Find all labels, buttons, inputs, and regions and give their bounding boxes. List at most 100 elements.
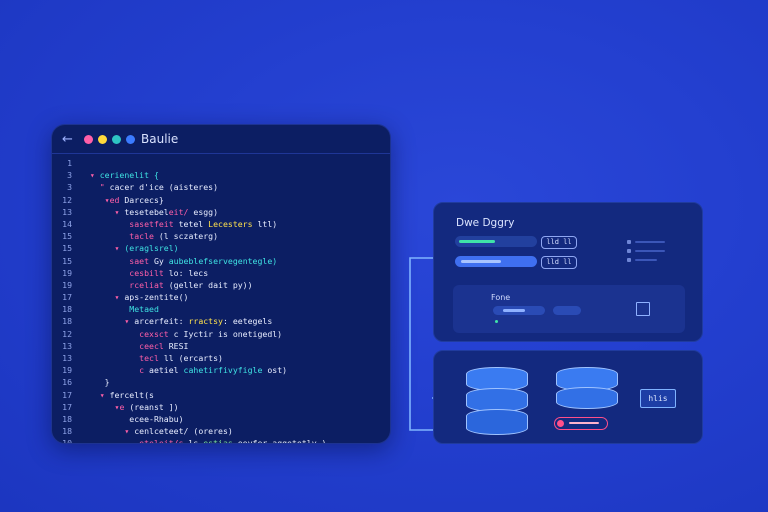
- list-line: [635, 241, 665, 243]
- code-token: tetel: [178, 218, 209, 229]
- subpanel-input-2[interactable]: [553, 306, 581, 315]
- code-token: lo: lecs: [168, 267, 209, 278]
- code-line[interactable]: 13 tecl ll (ercarts): [52, 352, 390, 364]
- code-text: tacle (l sczaterg): [72, 230, 218, 242]
- code-text: Metaed: [72, 303, 159, 315]
- code-token: (geller dait py)): [168, 279, 253, 290]
- code-token: cenlceteet/: [134, 426, 194, 437]
- code-line[interactable]: 17 ▾ aps-zentite(): [52, 291, 390, 303]
- code-token: ltl): [252, 218, 278, 229]
- code-line[interactable]: 13 ▾ tesetebeleit/ esgg): [52, 206, 390, 218]
- query-row-1-bar[interactable]: [455, 236, 537, 247]
- code-line[interactable]: 3 ▾ cerienelit {: [52, 169, 390, 181]
- editor-title: Baulie: [141, 132, 179, 146]
- code-token: ls: [188, 438, 204, 444]
- code-token: fercelt(s: [109, 389, 154, 400]
- code-line[interactable]: 15 tacle (l sczaterg): [52, 230, 390, 242]
- code-line[interactable]: 19 cesbilt lo: lecs: [52, 267, 390, 279]
- code-token: ecee-Rhabu): [129, 413, 184, 424]
- code-line[interactable]: 17 ▾e (reanst ]): [52, 401, 390, 413]
- line-number: 12: [62, 194, 72, 205]
- code-text: ceecl RESI: [72, 340, 188, 352]
- code-line[interactable]: 17 ▾ fercelt(s: [52, 389, 390, 401]
- list-line: [635, 250, 665, 252]
- code-line[interactable]: 19 c aetiel cahetirfivyfigle ost): [52, 364, 390, 376]
- code-line[interactable]: 15 ▾ (eraglsrel): [52, 242, 390, 254]
- window-dot-blue[interactable]: [126, 134, 135, 144]
- database-cylinder-left[interactable]: [466, 367, 528, 435]
- code-token: ll (ercarts): [163, 353, 223, 363]
- code-line[interactable]: 1: [52, 157, 390, 169]
- code-line[interactable]: 16 }: [52, 376, 390, 388]
- line-number: 12: [62, 328, 72, 339]
- code-token: cerienelit {: [99, 170, 159, 181]
- code-token: cahetirfivyfigle: [183, 365, 263, 376]
- query-row-2-chip[interactable]: lld ll: [541, 256, 577, 269]
- code-text: ▾ cerienelit {: [72, 169, 159, 181]
- code-line[interactable]: 18 ecee-Rhabu): [52, 413, 390, 425]
- line-number: 16: [62, 377, 72, 388]
- code-line[interactable]: 19 rceliat (geller dait py)): [52, 279, 390, 291]
- code-token: : eetegels: [222, 316, 273, 327]
- window-dot-pink[interactable]: [84, 134, 93, 144]
- code-token: saet: [129, 255, 154, 266]
- code-text: ▾e (reanst ]): [72, 401, 179, 413]
- line-number: 3: [67, 182, 72, 193]
- code-token: esgg): [188, 206, 219, 217]
- line-number: 10: [62, 438, 72, 444]
- list-bullet-icon: [627, 240, 631, 244]
- code-line[interactable]: 12 ▾ed Darcecs}: [52, 194, 390, 206]
- storage-tag[interactable]: hlis: [640, 389, 676, 408]
- code-text: ▾ arcerfeit: rractsy: eetegels: [72, 315, 272, 327]
- code-text: eteleit/s ls estias eeyfer aggetetly ): [72, 437, 327, 444]
- line-number: 14: [62, 218, 72, 229]
- pink-connector-pill[interactable]: [554, 417, 608, 430]
- database-cylinder-right[interactable]: [556, 367, 618, 409]
- code-token: c Iyctir is onetigedl): [173, 328, 283, 339]
- line-number: 18: [62, 413, 72, 424]
- code-token: Gy: [153, 255, 169, 266]
- code-text: " cacer d'ice (aisteres): [72, 181, 218, 193]
- code-token: ▾e: [114, 401, 130, 412]
- code-token: ▾: [114, 206, 125, 217]
- code-line[interactable]: 15 saet Gy aubeblefservegentegle): [52, 255, 390, 267]
- db-segment: [556, 387, 618, 409]
- document-icon[interactable]: [636, 302, 650, 316]
- line-number: 13: [62, 340, 72, 351]
- line-number: 13: [62, 206, 72, 217]
- code-token: c: [139, 365, 150, 376]
- code-token: rceliat: [129, 279, 169, 290]
- code-token: tesetebel: [124, 206, 169, 217]
- window-dot-teal[interactable]: [112, 134, 121, 144]
- line-number: 18: [62, 316, 72, 327]
- code-text: ecee-Rhabu): [72, 413, 184, 425]
- list-line: [635, 259, 657, 261]
- code-line[interactable]: 18 ▾ cenlceteet/ (oreres): [52, 425, 390, 437]
- code-token: ceecl: [139, 340, 169, 351]
- code-line[interactable]: 3 " cacer d'ice (aisteres): [52, 181, 390, 193]
- query-row-1-chip[interactable]: lld ll: [541, 236, 577, 249]
- code-line[interactable]: 18 ▾ arcerfeit: rractsy: eetegels: [52, 315, 390, 327]
- code-line[interactable]: 14 sasetfeit tetel Lecesters ltl): [52, 218, 390, 230]
- code-token: aubeblefservegentegle): [168, 255, 278, 266]
- query-panel: Dwe Dggry lld ll lld ll Fone: [433, 202, 703, 342]
- line-number: 17: [62, 389, 72, 400]
- back-arrow-icon[interactable]: ←: [62, 131, 73, 147]
- list-bullet-icon: [627, 249, 631, 253]
- code-line[interactable]: 18 Metaed: [52, 303, 390, 315]
- code-token: Darcecs}: [124, 194, 164, 205]
- code-line[interactable]: 10 eteleit/s ls estias eeyfer aggetetly …: [52, 437, 390, 444]
- code-token: eeyfer aggetetly ): [232, 438, 327, 444]
- code-token: aetiel: [149, 365, 184, 376]
- window-dot-yellow[interactable]: [98, 134, 107, 144]
- code-text: }: [72, 376, 110, 388]
- code-text: c aetiel cahetirfivyfigle ost): [72, 364, 287, 376]
- code-token: arcerfeit:: [134, 316, 189, 327]
- titlebar-divider: [52, 153, 390, 154]
- code-line[interactable]: 12 cexsct c Iyctir is onetigedl): [52, 328, 390, 340]
- db-segment: [466, 409, 528, 435]
- code-line[interactable]: 13 ceecl RESI: [52, 340, 390, 352]
- code-token: ▾: [124, 426, 135, 437]
